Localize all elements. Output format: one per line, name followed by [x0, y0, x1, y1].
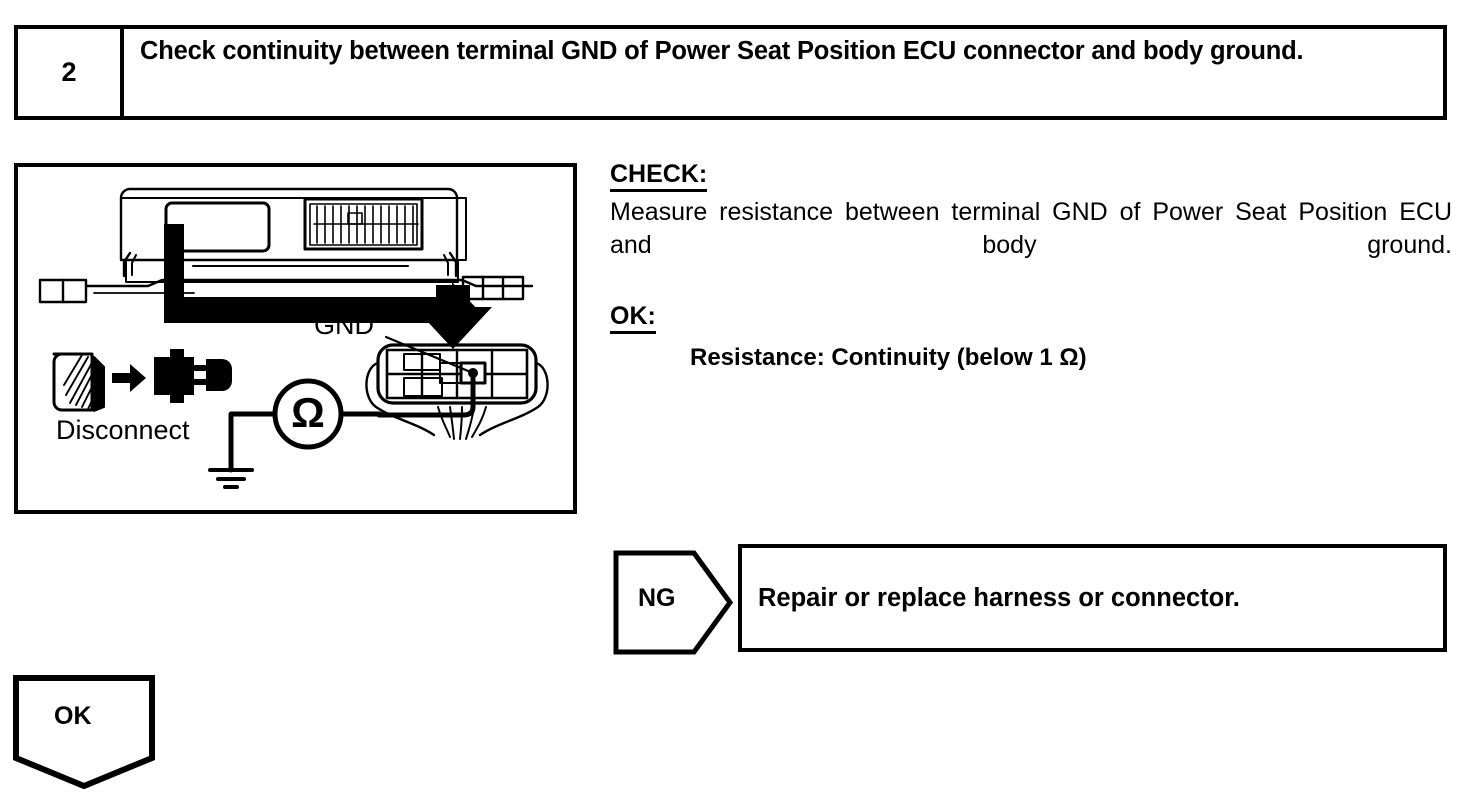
ok-continue-label: OK [54, 702, 92, 730]
step-title: Check continuity between terminal GND of… [140, 37, 1304, 65]
check-block: CHECK: Measure resistance between termin… [610, 160, 1452, 373]
check-description: Measure resistance between terminal GND … [610, 198, 1452, 260]
chassis-ground-icon [208, 468, 254, 489]
disconnect-arrow-icon [112, 349, 232, 403]
resistance-spec: Resistance: Continuity (below 1 Ω) [690, 343, 1087, 371]
disconnect-label: Disconnect [56, 415, 190, 445]
ng-arrow-shape [612, 549, 734, 656]
ohm-symbol-label: Ω [291, 389, 325, 436]
check-label: CHECK: [610, 160, 708, 192]
ok-label: OK: [610, 302, 656, 334]
figure-panel: GND Disconnect Ω [14, 163, 577, 514]
ng-action-text: Repair or replace harness or connector. [758, 583, 1240, 612]
ok-arrow-shape [12, 674, 158, 790]
ecu-unit-icon [38, 187, 534, 304]
step-number: 2 [61, 57, 77, 87]
gnd-terminal-label: GND [314, 310, 374, 340]
wiring-diagram: GND Disconnect Ω [38, 187, 549, 489]
disconnect-plug-icon [52, 352, 105, 412]
check-kicker-wrap: CHECK: [610, 160, 1452, 194]
step-header: 2 Check continuity between terminal GND … [14, 25, 1447, 120]
ng-action-box: Repair or replace harness or connector. [738, 544, 1447, 652]
ng-result-row: NG Repair or replace harness or connecto… [612, 544, 1447, 656]
ohmmeter-icon [228, 378, 383, 473]
gnd-leader-line [384, 335, 475, 375]
zoom-callout-arrow-icon [164, 224, 492, 349]
connector-detail-icon [365, 343, 549, 440]
step-title-cell: Check continuity between terminal GND of… [124, 29, 1443, 116]
step-number-cell: 2 [18, 29, 124, 116]
ng-label: NG [638, 584, 676, 612]
ok-kicker-wrap: OK: [610, 302, 1452, 336]
